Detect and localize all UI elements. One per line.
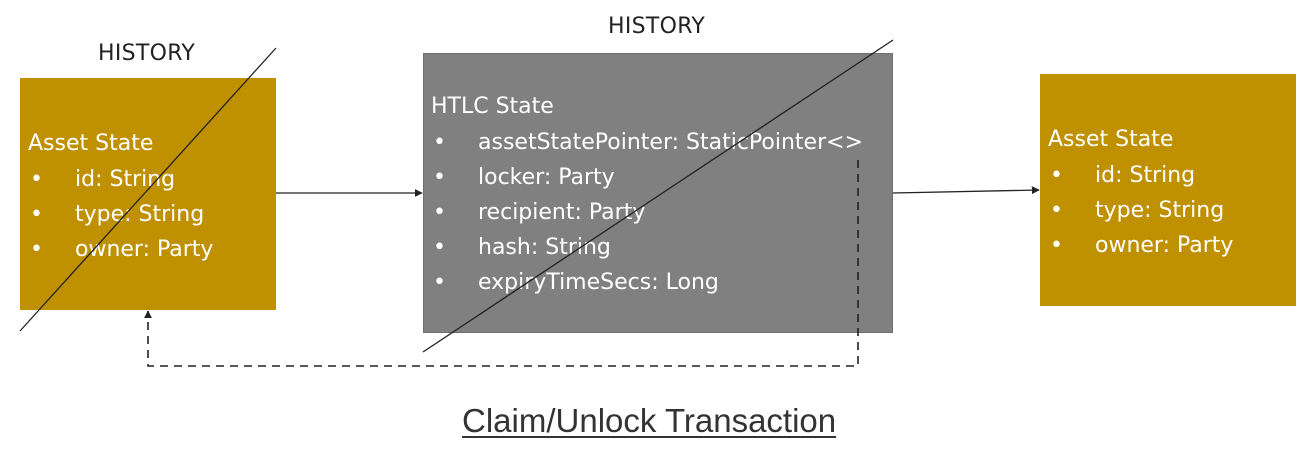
arrow-htlc-to-asset xyxy=(892,186,1040,195)
htlc-field: expiryTimeSecs: Long xyxy=(431,265,892,300)
middle-history-strike-line xyxy=(422,39,894,353)
htlc-field-list: assetStatePointer: StaticPointer<> locke… xyxy=(431,125,892,300)
left-asset-field: id: String xyxy=(28,162,276,197)
htlc-state-box: HTLC State assetStatePointer: StaticPoin… xyxy=(423,53,893,333)
middle-history-label: HISTORY xyxy=(608,14,706,39)
transaction-caption: Claim/Unlock Transaction xyxy=(462,402,837,439)
htlc-state-title: HTLC State xyxy=(431,94,554,119)
htlc-field: locker: Party xyxy=(431,160,892,195)
left-history-strike-line xyxy=(19,47,277,332)
static-pointer-dashed-arrow xyxy=(144,160,859,367)
right-asset-field: type: String xyxy=(1048,193,1296,228)
left-asset-state-box: Asset State id: String type: String owne… xyxy=(20,78,276,310)
htlc-field: assetStatePointer: StaticPointer<> xyxy=(431,125,892,160)
left-asset-field: owner: Party xyxy=(28,232,276,267)
right-asset-field: owner: Party xyxy=(1048,228,1296,263)
left-asset-state-title: Asset State xyxy=(28,131,154,156)
right-asset-field-list: id: String type: String owner: Party xyxy=(1048,158,1296,263)
htlc-field: hash: String xyxy=(431,230,892,265)
right-asset-state-box: Asset State id: String type: String owne… xyxy=(1040,74,1296,306)
left-history-label: HISTORY xyxy=(98,41,196,66)
htlc-field: recipient: Party xyxy=(431,195,892,230)
left-asset-field-list: id: String type: String owner: Party xyxy=(28,162,276,267)
left-asset-field: type: String xyxy=(28,197,276,232)
right-asset-field: id: String xyxy=(1048,158,1296,193)
right-asset-state-title: Asset State xyxy=(1048,127,1174,152)
